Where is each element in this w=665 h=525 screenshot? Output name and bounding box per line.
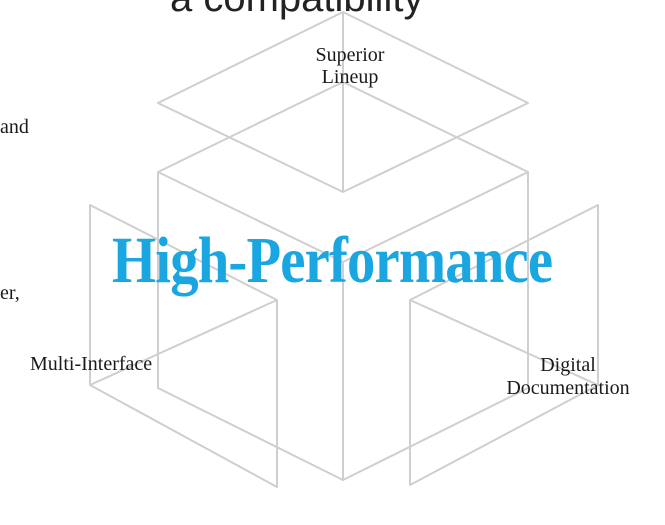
left-slab-outline (89, 204, 278, 488)
body-text-fragment: er, (0, 282, 20, 304)
right-slab-inner (409, 299, 599, 386)
label-line: Documentation (506, 377, 630, 399)
top-face-outline (157, 11, 529, 193)
cube-left-face (157, 172, 344, 481)
left-slab-inner (89, 299, 278, 386)
label-line: Digital (540, 354, 596, 376)
label-line: Superior (315, 44, 385, 66)
label-digital-documentation: Digital Documentation (488, 354, 648, 400)
label-multi-interface: Multi-Interface (30, 353, 153, 375)
body-text-fragment: and (0, 116, 29, 138)
cube-right-face (342, 172, 529, 481)
partial-heading: a compatibility (170, 0, 423, 18)
label-line: Lineup (321, 66, 379, 88)
center-title: High-Performance (112, 224, 553, 297)
label-superior-lineup: Superior Lineup (300, 44, 400, 88)
